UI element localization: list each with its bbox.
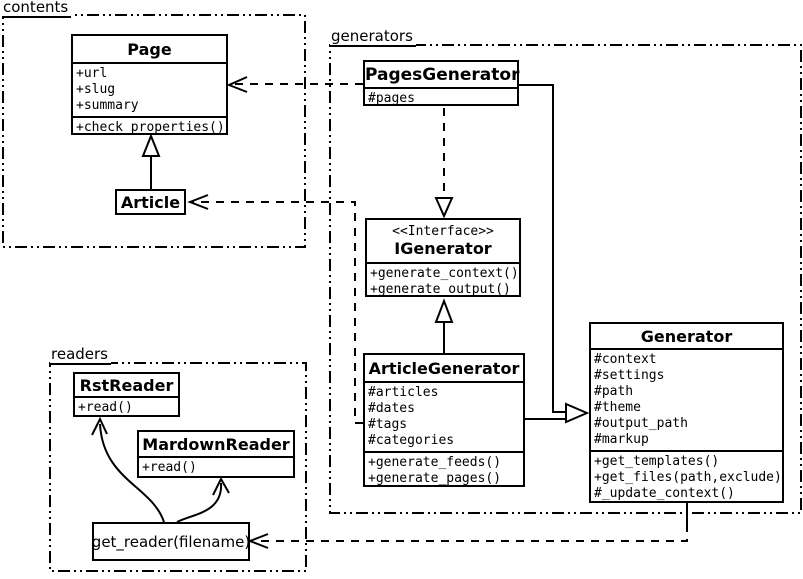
- inheritance-triangle-generator: [565, 402, 590, 424]
- get-reader-label: get_reader(filename): [91, 532, 251, 551]
- class-box-articlegenerator: ArticleGenerator #articles #dates #tags …: [363, 353, 525, 487]
- attribute-row: #articles: [368, 385, 439, 400]
- method-row: #_update_context(): [594, 486, 735, 501]
- package-border-contents: [2, 14, 306, 248]
- method-row: +generate_output(): [370, 282, 511, 297]
- class-box-generator: Generator #context #settings #path #them…: [589, 322, 784, 503]
- package-border-readers: [49, 362, 307, 572]
- class-title-rstreader: RstReader: [75, 374, 178, 398]
- class-box-igenerator: <<Interface>> IGenerator +generate_conte…: [365, 218, 521, 297]
- realization-triangle-igenerator-top: [434, 197, 454, 219]
- class-title-article: Article: [120, 192, 181, 212]
- class-title-generator: Generator: [591, 324, 782, 350]
- class-box-rstreader: RstReader +read(): [73, 372, 180, 417]
- class-title-igenerator: <<Interface>> IGenerator: [367, 220, 519, 264]
- attributes-compartment: +url +slug +summary: [73, 64, 226, 118]
- attribute-row: #pages: [368, 91, 415, 106]
- inheritance-triangle-page: [141, 133, 161, 157]
- attributes-compartment: #context #settings #path #theme #output_…: [591, 350, 782, 452]
- attribute-row: #settings: [594, 368, 665, 383]
- attribute-row: #tags: [368, 417, 408, 432]
- function-box-get-reader: get_reader(filename): [92, 522, 250, 561]
- attribute-row: #dates: [368, 401, 415, 416]
- method-row: +get_templates(): [594, 454, 720, 469]
- attribute-row: #markup: [594, 432, 649, 447]
- class-title-mardownreader: MardownReader: [139, 432, 293, 458]
- attribute-row: +summary: [76, 98, 139, 113]
- package-label-readers: readers: [50, 347, 111, 365]
- methods-compartment: +generate_context() +generate_output(): [367, 264, 519, 300]
- attributes-compartment: #articles #dates #tags #categories: [365, 383, 523, 453]
- edge-generator-to-getreader: [254, 524, 688, 542]
- methods-compartment: +check_properties(): [73, 118, 226, 138]
- package-label-contents: contents: [2, 0, 72, 18]
- attributes-compartment: #pages: [365, 89, 517, 109]
- class-title-pagesgenerator: PagesGenerator: [365, 62, 519, 89]
- open-arrowhead-page: [226, 76, 248, 93]
- method-row: +check_properties(): [76, 120, 225, 135]
- class-title-text: IGenerator: [394, 239, 492, 258]
- class-box-page: Page +url +slug +summary +check_properti…: [71, 34, 228, 135]
- stereotype-label: <<Interface>>: [392, 224, 494, 239]
- methods-compartment: +get_templates() +get_files(path,exclude…: [591, 452, 782, 504]
- class-box-article: Article: [115, 189, 186, 215]
- package-label-generators: generators: [330, 29, 416, 47]
- attribute-row: #categories: [368, 433, 455, 448]
- open-arrowhead-article: [187, 194, 209, 210]
- attribute-row: #path: [594, 384, 634, 399]
- methods-compartment: +read(): [139, 458, 293, 478]
- edge-getreader-to-rstreader: [99, 423, 165, 523]
- edge-pagesgenerator-extends-generator: [519, 84, 566, 413]
- class-title-page: Page: [73, 36, 226, 64]
- edge-getreader-to-mardownreader: [176, 482, 223, 523]
- attribute-row: +slug: [76, 82, 116, 97]
- edge-articlegenerator-to-article: [192, 201, 363, 424]
- open-arrowhead-getreader: [247, 533, 269, 549]
- class-box-mardownreader: MardownReader +read(): [137, 430, 295, 478]
- attribute-row: #context: [594, 352, 657, 367]
- open-arrowhead-mardownreader: [212, 476, 230, 496]
- attribute-row: +url: [76, 66, 108, 81]
- attribute-row: #output_path: [594, 416, 688, 431]
- method-row: +generate_feeds(): [368, 455, 502, 470]
- class-title-articlegenerator: ArticleGenerator: [365, 355, 523, 383]
- method-row: +generate_pages(): [368, 471, 502, 486]
- method-row: +generate_context(): [370, 266, 519, 281]
- open-arrowhead-rstreader: [91, 416, 108, 436]
- methods-compartment: +read(): [75, 398, 178, 418]
- package-border-generators: [329, 44, 802, 514]
- method-row: +read(): [78, 400, 133, 415]
- attribute-row: #theme: [594, 400, 641, 415]
- class-box-pagesgenerator: PagesGenerator #pages: [363, 60, 519, 106]
- inheritance-triangle-igenerator-bottom: [434, 298, 454, 323]
- method-row: +read(): [142, 460, 197, 475]
- methods-compartment: +generate_feeds() +generate_pages(): [365, 453, 523, 489]
- method-row: +get_files(path,exclude): [594, 470, 782, 485]
